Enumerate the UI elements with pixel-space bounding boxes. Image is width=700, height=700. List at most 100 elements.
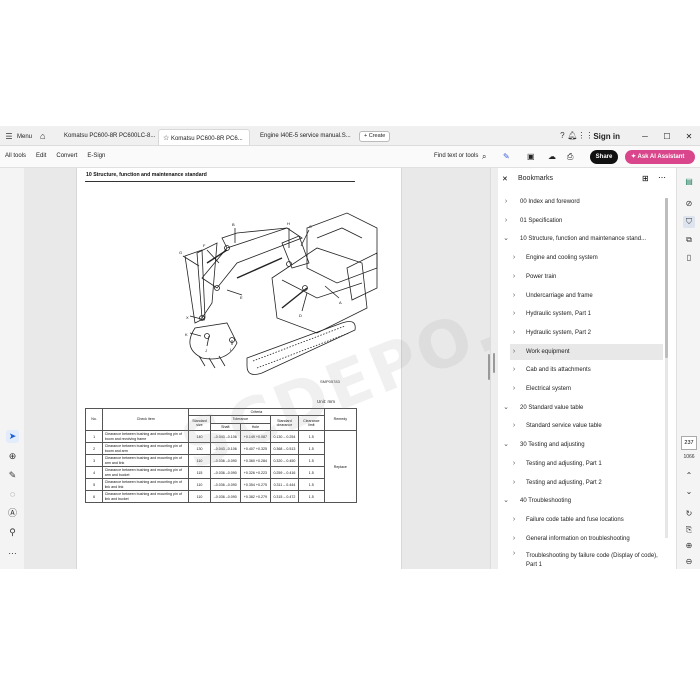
bookmark-item[interactable]: ›Troubleshooting by failure code (Displa… [510,549,663,569]
chevron-down-icon[interactable]: ⌄ [503,235,509,243]
select-cursor-icon[interactable]: ➤ [6,430,19,443]
zoom-marquee-icon[interactable]: ⊕ [8,451,17,461]
minimize-icon[interactable]: ─ [642,131,648,141]
table-row: 3 Clearance between bushing and mounting… [84,454,357,468]
chevron-down-icon[interactable]: ⌄ [503,403,509,411]
chevron-right-icon[interactable]: › [512,310,516,318]
bookmark-item[interactable]: ›Cab and its attachments [510,362,663,378]
bookmark-item[interactable]: ⌄20 Standard value table [502,400,663,416]
chevron-right-icon[interactable]: › [512,328,516,336]
edit-pdf-icon[interactable]: ✎ [503,152,510,161]
fit-page-icon[interactable]: ⎘ [685,525,693,534]
bookmark-item[interactable]: ›Failure code table and fuse locations [510,512,663,528]
pages-icon[interactable]: ⧉ [686,235,692,244]
add-bookmark-icon[interactable]: ⊞ [642,174,649,183]
bookmark-item[interactable]: ›Standard service value table [510,418,663,434]
page-number-input[interactable]: 237 [681,436,697,450]
bookmark-item[interactable]: ›00 Index and foreword [502,194,663,210]
chevron-right-icon[interactable]: › [512,478,516,486]
previous-page-icon[interactable]: ⌃ [685,471,693,480]
bookmark-item[interactable]: ›Hydraulic system, Part 1 [510,306,663,322]
rotate-icon[interactable]: ↻ [685,509,693,518]
chevron-right-icon[interactable]: › [512,422,516,430]
cell-hole: +0.326 +0.223 [239,466,271,480]
callout-h: H [287,221,290,226]
text-box-icon[interactable]: Ⓐ [7,508,17,518]
zoom-in-icon[interactable]: ⊕ [685,541,693,550]
bookmarks-scrollbar[interactable] [665,198,668,538]
document-scrollbar[interactable] [488,354,490,380]
chevron-right-icon[interactable]: › [512,459,516,467]
callout-b: B [232,222,235,227]
comment-icon[interactable]: ▤ [685,177,693,186]
chevron-right-icon[interactable]: › [512,534,516,542]
bookmark-item[interactable]: ⌄10 Structure, function and maintenance … [502,231,663,247]
zoom-out-icon[interactable]: ⊖ [685,557,693,566]
star-icon[interactable]: ☆ [163,135,170,142]
resize-grip[interactable] [493,353,495,373]
lasso-icon[interactable]: ◌ [9,489,16,499]
bookmark-item[interactable]: ›Power train [510,269,663,285]
save-icon[interactable]: ▣ [527,152,535,161]
create-tab-button[interactable]: + Create [359,131,391,142]
bookmark-item[interactable]: ⌄30 Testing and adjusting [502,437,663,453]
bookmark-item[interactable]: › Electrical system [510,381,663,397]
tab-document-3[interactable]: Engine I40E-5 service manual.S... [256,129,354,145]
chevron-right-icon[interactable]: › [504,216,508,224]
chevron-right-icon[interactable]: › [512,291,516,299]
bookmark-label: Electrical system [526,386,572,392]
close-window-icon[interactable]: ✕ [685,131,693,141]
bookmark-item[interactable]: ›Hydraulic system, Part 2 [510,325,663,341]
share-link-icon[interactable]: ⊘ [685,199,693,208]
bookmark-item[interactable]: ›General information on troubleshooting [510,531,663,547]
bookmarks-panel-icon[interactable]: ⛉ [683,216,695,228]
search-icon[interactable]: ⌕ [482,152,487,161]
chevron-right-icon[interactable]: › [512,515,516,523]
bookmarks-scroll-thumb[interactable] [665,198,668,358]
next-page-icon[interactable]: ⌄ [685,487,693,496]
close-panel-icon[interactable]: ✕ [502,176,508,183]
share-button[interactable]: Share [590,150,618,164]
chevron-down-icon[interactable]: ⌄ [503,441,509,449]
attachments-icon[interactable]: ▯ [686,253,692,262]
bookmark-item[interactable]: ›Testing and adjusting, Part 1 [510,456,663,472]
esign-button[interactable]: E-Sign [87,153,106,159]
chevron-right-icon[interactable]: › [512,550,516,558]
more-options-icon[interactable]: ⋯ [658,173,666,182]
bookmark-item[interactable]: ⌄40 Troubleshooting [502,493,663,509]
document-viewport[interactable]: 10 Structure, function and maintenance s… [24,168,490,569]
find-text-or-tools[interactable]: Find text or tools [434,153,479,159]
cell-no: 6 [84,490,104,504]
chevron-right-icon[interactable]: › [512,385,516,392]
bookmark-item[interactable]: ›Work equipment [510,343,663,360]
chevron-right-icon[interactable]: › [512,366,516,374]
sign-in-button[interactable]: Sign in [593,131,620,141]
more-tools-icon[interactable]: … [8,546,17,556]
chevron-right-icon[interactable]: › [512,254,516,262]
maximize-icon[interactable]: ☐ [663,131,671,141]
bookmark-item[interactable]: ›Testing and adjusting, Part 2 [510,475,663,491]
ask-ai-assistant-button[interactable]: ✦ Ask AI Assistant [625,150,695,164]
bookmark-item[interactable]: ›Undercarriage and frame [510,288,663,304]
menu-button[interactable]: ☰ Menu [4,132,32,142]
chevron-right-icon[interactable]: › [512,272,516,280]
chevron-right-icon[interactable]: › [512,347,516,355]
chevron-down-icon[interactable]: ⌄ [503,497,509,505]
tab-document-2[interactable]: ☆ Komatsu PC600-8R PC6... [158,129,250,145]
home-icon[interactable]: ⌂ [40,131,46,141]
tab-document-1[interactable]: Komatsu PC600-8R PC600LC-8... [60,129,156,145]
bookmark-item[interactable]: ›Engine and cooling system [510,250,663,266]
help-icon[interactable]: ? [560,131,565,140]
convert-button[interactable]: Convert [56,153,78,159]
pen-draw-icon[interactable]: ✎ [8,470,17,480]
notifications-icon[interactable]: 🔔︎ [567,131,578,140]
apps-grid-icon[interactable]: ⋮⋮ [577,131,594,140]
all-tools-button[interactable]: All tools [5,153,27,159]
panel-resize-handle[interactable] [490,168,498,569]
stamp-icon[interactable]: ⚲ [9,527,16,537]
edit-button[interactable]: Edit [36,153,47,159]
upload-cloud-icon[interactable]: ☁ [548,152,556,161]
chevron-right-icon[interactable]: › [504,198,508,205]
print-icon[interactable]: ⎙ [567,152,574,161]
bookmark-item[interactable]: ›01 Specification [502,213,663,229]
